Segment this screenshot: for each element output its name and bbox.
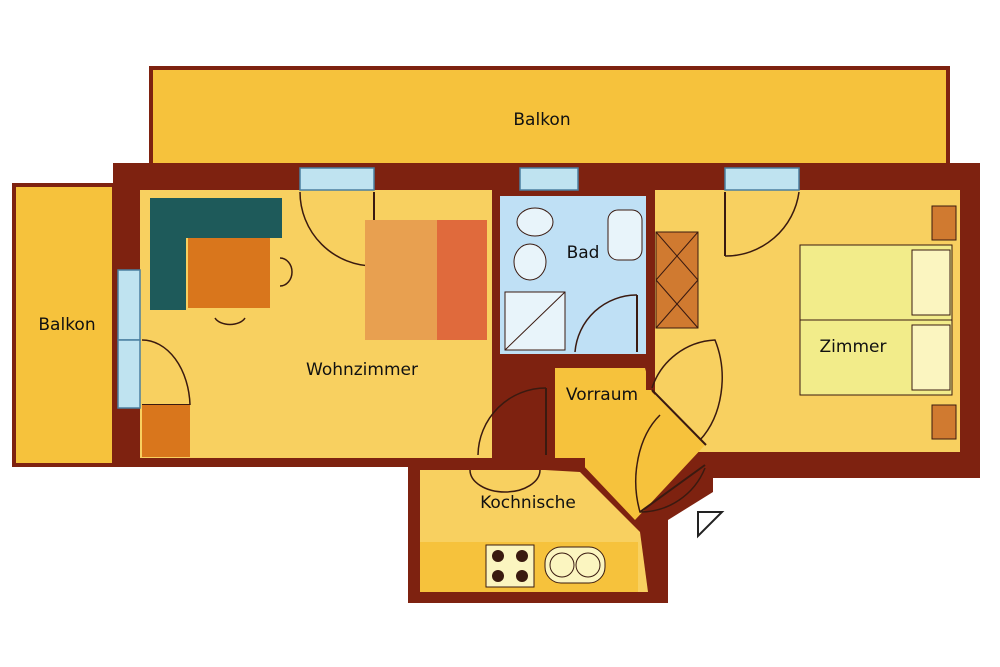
sink-icon — [516, 207, 554, 237]
pillow-bottom — [911, 324, 951, 391]
pillow-top — [911, 249, 951, 316]
label-zimmer: Zimmer — [820, 337, 887, 357]
door-leaf-entrance — [639, 464, 706, 513]
kitchen-sink-icon — [544, 546, 606, 584]
wall-bad-left — [492, 190, 500, 360]
door-arc-zimmer-top — [724, 191, 800, 257]
nightstand-bottom — [931, 404, 957, 440]
cabinet-wohnzimmer — [142, 405, 190, 457]
burner-3 — [492, 570, 504, 582]
nightstand-top — [931, 205, 957, 241]
wardrobe-cross-2 — [655, 231, 699, 281]
couch-left-back — [365, 220, 437, 282]
door-arc-kochnische — [469, 469, 541, 493]
window-zimmer-top — [724, 167, 800, 191]
couch-left-seat — [365, 282, 437, 340]
wall-bad-right — [646, 190, 655, 390]
burner-1 — [492, 550, 504, 562]
door-arc-zimmer-side — [651, 339, 723, 441]
couch-cushion-bottom — [437, 282, 487, 340]
door-arc-bad — [574, 294, 638, 353]
door-arc-vorraum-left — [477, 387, 547, 456]
stove-icon — [485, 544, 535, 588]
wall-kitchen-top — [540, 458, 585, 468]
label-balkon-top: Balkon — [513, 110, 570, 130]
shower-diagonal — [504, 291, 566, 351]
wall-vorraum-left — [540, 360, 555, 465]
label-bad: Bad — [567, 243, 600, 263]
bad-sink-basin — [607, 209, 643, 261]
chair-arc-bottom — [214, 317, 246, 326]
wall-bad-bottom — [492, 354, 572, 362]
kitchen-sink-bowl-2 — [575, 552, 601, 578]
vorraum-floor — [555, 368, 705, 520]
door-leaf-zimmer-side — [651, 389, 707, 446]
dining-table — [188, 238, 270, 308]
label-vorraum: Vorraum — [566, 385, 638, 405]
door-arc-wohnzimmer-top — [299, 191, 375, 267]
window-wohnzimmer-left — [117, 269, 141, 341]
couch-cushion-top — [437, 220, 487, 282]
window-wohnzimmer-top — [299, 167, 375, 191]
wardrobe — [655, 231, 699, 329]
window-bad-top — [519, 167, 579, 191]
burner-2 — [516, 550, 528, 562]
kitchen-sink-bowl-1 — [549, 552, 575, 578]
door-arc-wohnzimmer-left — [141, 339, 191, 406]
door-arc-entrance — [635, 414, 706, 513]
burner-4 — [516, 570, 528, 582]
window-wohnzimmer-left-2 — [117, 339, 141, 409]
label-wohnzimmer: Wohnzimmer — [306, 360, 418, 380]
balkon-left-area — [12, 183, 116, 467]
label-kochnische: Kochnische — [480, 493, 576, 513]
wardrobe-cross-4 — [655, 279, 699, 329]
chair-arc-right — [279, 257, 293, 287]
label-balkon-left: Balkon — [38, 315, 95, 335]
corner-sofa — [150, 198, 282, 310]
balkon-top-area — [149, 66, 950, 168]
toilet-icon — [513, 243, 547, 281]
entrance-marker-icon — [697, 511, 725, 539]
